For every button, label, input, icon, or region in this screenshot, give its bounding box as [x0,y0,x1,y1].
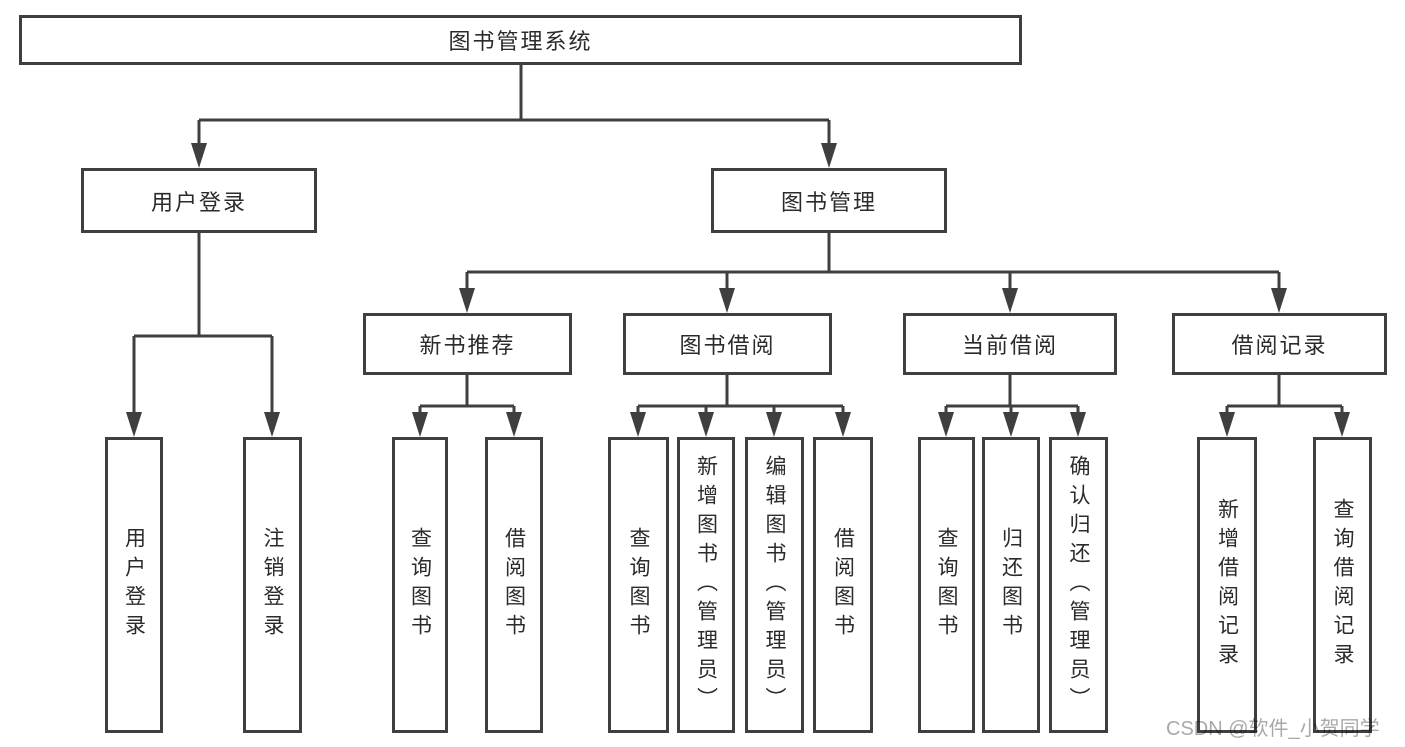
arrowhead-icon [1070,412,1086,437]
arrowhead-icon [1334,412,1350,437]
leaf-borrow-books-label: 借阅图书 [831,527,855,643]
leaf-query-borrow-record: 查询借阅记录 [1313,437,1372,733]
node-book-borrowing-label: 图书借阅 [679,333,776,358]
arrowhead-icon [1219,412,1235,437]
node-current-borrowing: 当前借阅 [903,313,1117,375]
arrowhead-icon [412,412,428,437]
node-user-login-label: 用户登录 [150,189,247,215]
leaf-query-books-borrow: 查询图书 [608,437,669,733]
node-new-book-recommend: 新书推荐 [363,313,572,375]
leaf-query-books-borrow-label: 查询图书 [627,527,650,643]
leaf-add-books-admin-label: 新增图书（管理员） [694,454,718,716]
node-book-management: 图书管理 [711,168,947,233]
leaf-query-books-recommend: 查询图书 [392,437,448,733]
leaf-query-books-recommend-label: 查询图书 [408,527,432,643]
leaf-logout-label: 注销登录 [261,527,284,643]
arrowhead-icon [630,412,646,437]
node-book-management-label: 图书管理 [780,189,877,215]
leaf-return-books: 归还图书 [982,437,1040,733]
leaf-confirm-return-admin-label: 确认归还（管理员） [1067,454,1090,716]
arrowhead-icon [191,143,207,168]
arrowhead-icon [719,288,735,313]
leaf-query-books-current: 查询图书 [918,437,975,733]
leaf-borrow-books: 借阅图书 [813,437,873,733]
leaf-add-borrow-record-label: 新增借阅记录 [1215,498,1239,672]
arrowhead-icon [821,143,837,168]
node-user-login: 用户登录 [81,168,317,233]
arrowhead-icon [766,412,782,437]
leaf-return-books-label: 归还图书 [999,527,1023,643]
leaf-borrow-books-recommend: 借阅图书 [485,437,543,733]
node-borrowing-records-label: 借阅记录 [1231,333,1328,358]
arrowhead-icon [459,288,475,313]
arrowhead-icon [1002,288,1018,313]
watermark: CSDN @软件_小贺同学 [1166,718,1380,740]
node-book-borrowing: 图书借阅 [623,313,832,375]
leaf-user-login-label: 用户登录 [122,527,146,643]
node-current-borrowing-label: 当前借阅 [961,333,1058,358]
leaf-query-books-current-label: 查询图书 [935,527,958,643]
leaf-borrow-books-recommend-label: 借阅图书 [502,527,526,643]
arrowhead-icon [506,412,522,437]
leaf-edit-books-admin-label: 编辑图书（管理员） [763,454,786,716]
node-library-system-label: 图书管理系统 [448,29,593,54]
leaf-add-books-admin: 新增图书（管理员） [677,437,735,733]
arrowhead-icon [1003,412,1019,437]
arrowhead-icon [698,412,714,437]
connector-path [132,64,1344,415]
arrowheads [126,143,1350,437]
arrowhead-icon [938,412,954,437]
leaf-user-login: 用户登录 [105,437,163,733]
node-borrowing-records: 借阅记录 [1172,313,1387,375]
node-library-system: 图书管理系统 [19,15,1022,65]
arrowhead-icon [835,412,851,437]
leaf-edit-books-admin: 编辑图书（管理员） [745,437,804,733]
leaf-query-borrow-record-label: 查询借阅记录 [1331,498,1354,672]
leaf-confirm-return-admin: 确认归还（管理员） [1049,437,1108,733]
leaf-add-borrow-record: 新增借阅记录 [1197,437,1257,733]
arrowhead-icon [1271,288,1287,313]
arrowhead-icon [126,412,142,437]
arrowhead-icon [264,412,280,437]
leaf-logout: 注销登录 [243,437,302,733]
node-new-book-recommend-label: 新书推荐 [419,333,516,358]
